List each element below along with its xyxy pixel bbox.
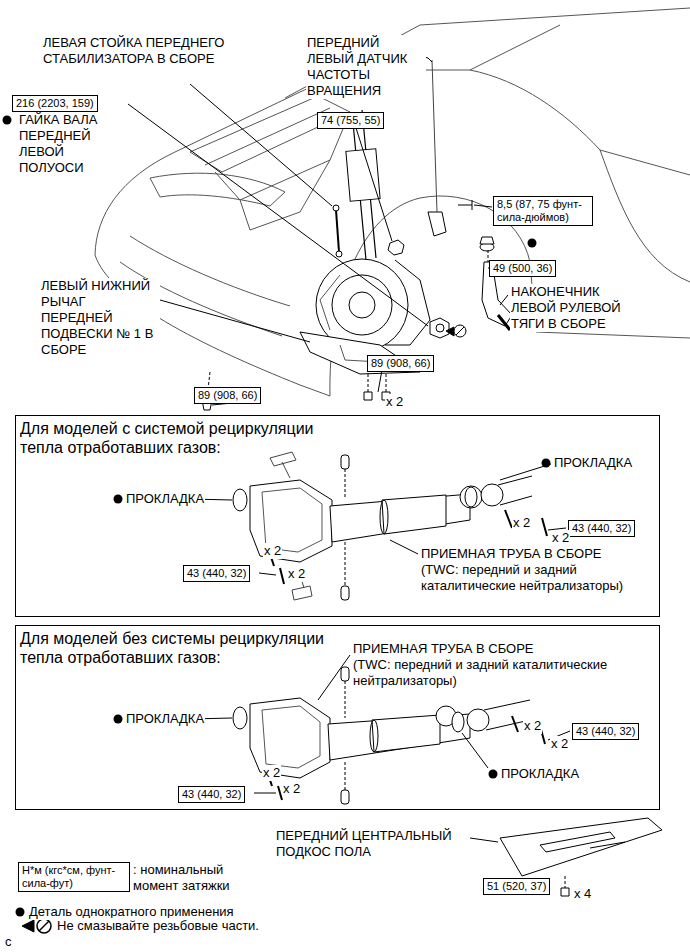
quantity: x 2 <box>262 765 281 781</box>
part-label: ЛЕВЫЙ НИЖНИЙ РЫЧАГ ПЕРЕДНЕЙ ПОДВЕСКИ № 1… <box>40 278 160 358</box>
torque-value: 51 (520, 37) <box>487 880 546 893</box>
part-label: ГАЙКА ВАЛА ПЕРЕДНЕЙ ЛЕВОЙ ПОЛУОСИ <box>18 112 120 176</box>
legend-text: Не смазывайте резьбовые части. <box>56 918 260 934</box>
part-label: ПРИЕМНАЯ ТРУБА В СБОРЕ <box>352 641 535 657</box>
torque-value: 8,5 (87, 75 фунт-сила-дюймов) <box>497 198 589 224</box>
part-label: ЛЕВАЯ СТОЙКА ПЕРЕДНЕГО СТАБИЛИЗАТОРА В С… <box>42 35 236 67</box>
torque-box: 43 (440, 32) <box>568 520 635 537</box>
part-label: ПРОКЛАДКА <box>125 491 205 507</box>
quantity: x 2 <box>263 543 282 559</box>
torque-box: 51 (520, 37) <box>483 878 550 895</box>
torque-box: 43 (440, 32) <box>572 723 639 740</box>
torque-box: 49 (500, 36) <box>489 260 556 277</box>
panel-heading: Для моделей с системой рециркуляции тепл… <box>16 416 339 460</box>
quantity: x 2 <box>512 515 531 531</box>
part-label: ПРОКЛАДКА <box>500 766 580 782</box>
torque-box: 216 (2203, 159) <box>12 95 98 112</box>
quantity: x 2 <box>385 394 404 410</box>
part-label: НАКОНЕЧНИК ЛЕВОЙ РУЛЕВОЙ ТЯГИ В СБОРЕ <box>510 284 640 332</box>
torque-box: 89 (908, 66) <box>194 387 261 404</box>
part-note: (TWC: передний и задний каталитические н… <box>420 562 647 594</box>
torque-value: Н*м (кгс*см, фунт-сила-фут) <box>22 864 126 890</box>
quantity: x 2 <box>287 566 306 582</box>
panel-heading: Для моделей без системы рециркуляции теп… <box>16 626 339 670</box>
torque-value: 49 (500, 36) <box>493 262 552 275</box>
part-label: ПЕРЕДНИЙ ЛЕВЫЙ ДАТЧИК ЧАСТОТЫ ВРАЩЕНИЯ <box>306 35 426 99</box>
torque-value: 89 (908, 66) <box>371 357 430 370</box>
torque-value: 43 (440, 32) <box>572 522 631 535</box>
torque-value: 43 (440, 32) <box>187 567 246 580</box>
torque-value: 43 (440, 32) <box>576 725 635 738</box>
legend-text: : номинальный момент затяжки <box>132 862 244 894</box>
torque-box: 43 (440, 32) <box>178 786 245 803</box>
torque-box: 43 (440, 32) <box>183 565 250 582</box>
torque-box: 8,5 (87, 75 фунт-сила-дюймов) <box>493 196 593 226</box>
quantity: x 2 <box>550 736 569 752</box>
quantity: x 2 <box>551 530 570 546</box>
quantity: x 2 <box>523 718 542 734</box>
torque-box: 89 (908, 66) <box>367 355 434 372</box>
torque-value: 216 (2203, 159) <box>16 97 94 110</box>
part-note: (TWC: передний и задний каталитические н… <box>352 657 654 689</box>
part-label: ПЕРЕДНИЙ ЦЕНТРАЛЬНЫЙ ПОДКОС ПОЛА <box>275 828 469 860</box>
quantity: x 2 <box>282 781 301 797</box>
variant-panel: Для моделей без системы рециркуляции теп… <box>15 625 660 810</box>
legend-torque-box: Н*м (кгс*см, фунт-сила-фут) <box>18 862 130 892</box>
part-label: ПРОКЛАДКА <box>553 455 633 471</box>
part-label: ПРОКЛАДКА <box>125 711 205 727</box>
quantity: x 4 <box>573 886 592 902</box>
torque-box: 74 (755, 55) <box>317 112 384 129</box>
torque-value: 89 (908, 66) <box>198 389 257 402</box>
torque-value: 74 (755, 55) <box>321 114 380 127</box>
part-label: ПРИЕМНАЯ ТРУБА В СБОРЕ <box>420 546 603 562</box>
torque-value: 43 (440, 32) <box>182 788 241 801</box>
figure-code: c <box>4 934 13 950</box>
